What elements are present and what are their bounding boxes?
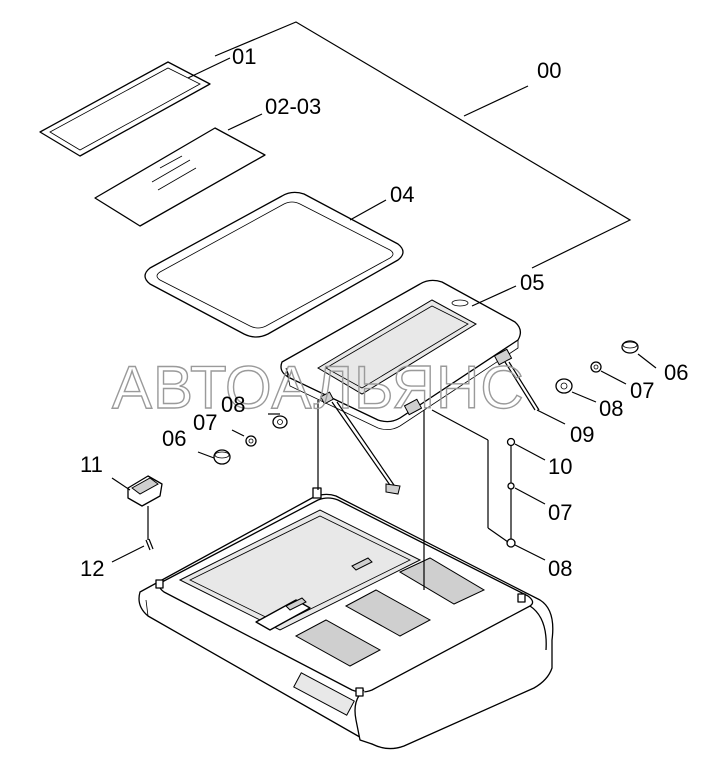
leader-lines <box>111 57 657 590</box>
callout-07-right: 07 <box>630 378 654 403</box>
watermark-text: АВТОАЛЬЯНС <box>112 354 525 421</box>
assembly-bracket <box>214 21 632 269</box>
callout-12: 12 <box>80 556 104 581</box>
callout-06-right: 06 <box>664 360 688 385</box>
right-fasteners <box>555 340 639 394</box>
part-11-clip <box>127 475 163 507</box>
part-01-glass-pane <box>39 61 211 157</box>
callout-10: 10 <box>548 454 572 479</box>
part-05-hatch-lid <box>280 279 522 430</box>
part-04-seal-frame <box>144 191 404 338</box>
callout-06-left: 06 <box>162 426 186 451</box>
callout-01: 01 <box>232 44 256 69</box>
callout-05: 05 <box>520 270 544 295</box>
part-12-pin <box>145 538 154 551</box>
callout-labels: 01 00 02-03 04 05 06 07 08 09 08 07 06 1… <box>80 44 688 581</box>
callout-07-bottom: 07 <box>548 500 572 525</box>
callout-08-left: 08 <box>221 392 245 417</box>
callout-08-bottom: 08 <box>548 556 572 581</box>
part-02-03-film <box>94 127 266 227</box>
callout-11: 11 <box>80 452 103 477</box>
callout-02-03: 02-03 <box>265 94 321 119</box>
callout-08-right: 08 <box>599 396 623 421</box>
callout-04: 04 <box>390 182 414 207</box>
callout-09: 09 <box>570 422 594 447</box>
part-09-gas-struts <box>331 361 540 495</box>
right-bolt-stack <box>506 437 516 548</box>
callout-00: 00 <box>537 58 561 83</box>
left-fasteners <box>213 415 288 465</box>
callout-07-left: 07 <box>193 410 217 435</box>
base-frame <box>138 487 554 750</box>
